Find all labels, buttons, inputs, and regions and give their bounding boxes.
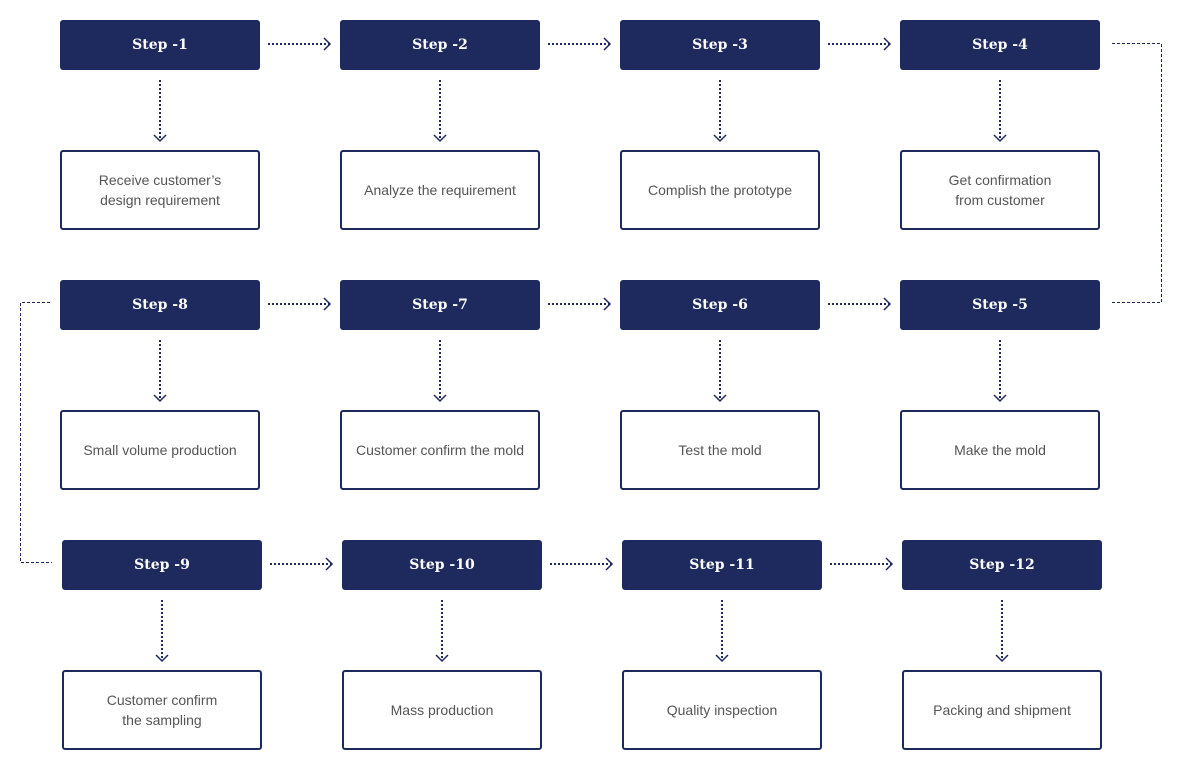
step-description: Analyze the requirement bbox=[340, 150, 540, 230]
step-description: Customer confirm the mold bbox=[340, 410, 540, 490]
arrow-head-right-icon bbox=[603, 297, 612, 311]
arrow-head-right-icon bbox=[883, 37, 892, 51]
arrow-head-right-icon bbox=[885, 557, 894, 571]
step-header: Step -2 bbox=[340, 20, 540, 70]
arrow-head-down-icon bbox=[433, 134, 447, 143]
step-header: Step -9 bbox=[62, 540, 262, 590]
step-description: Small volume production bbox=[60, 410, 260, 490]
step-description: Make the mold bbox=[900, 410, 1100, 490]
arrow-head-down-icon bbox=[155, 654, 169, 663]
arrow-head-right-icon bbox=[603, 37, 612, 51]
step-description: Quality inspection bbox=[622, 670, 822, 750]
step-header: Step -5 bbox=[900, 280, 1100, 330]
arrow-head-down-icon bbox=[993, 134, 1007, 143]
step-header: Step -4 bbox=[900, 20, 1100, 70]
step-description: Customer confirm the sampling bbox=[62, 670, 262, 750]
arrow-head-down-icon bbox=[715, 654, 729, 663]
arrow-head-down-icon bbox=[713, 394, 727, 403]
step-header: Step -1 bbox=[60, 20, 260, 70]
step-header: Step -11 bbox=[622, 540, 822, 590]
arrow-head-right-icon bbox=[323, 37, 332, 51]
arrow-head-down-icon bbox=[153, 134, 167, 143]
step-header: Step -3 bbox=[620, 20, 820, 70]
step-description: Get confirmation from customer bbox=[900, 150, 1100, 230]
arrow-head-right-icon bbox=[323, 297, 332, 311]
step-description: Mass production bbox=[342, 670, 542, 750]
arrow-head-down-icon bbox=[713, 134, 727, 143]
arrow-head-right-icon bbox=[883, 297, 892, 311]
arrow-head-down-icon bbox=[995, 654, 1009, 663]
step-header: Step -12 bbox=[902, 540, 1102, 590]
arrow-head-right-icon bbox=[325, 557, 334, 571]
step-description: Packing and shipment bbox=[902, 670, 1102, 750]
arrow-head-down-icon bbox=[435, 654, 449, 663]
step-header: Step -7 bbox=[340, 280, 540, 330]
step-description: Test the mold bbox=[620, 410, 820, 490]
step-header: Step -6 bbox=[620, 280, 820, 330]
connector-step4-to-step5 bbox=[1112, 43, 1162, 303]
step-header: Step -10 bbox=[342, 540, 542, 590]
arrow-head-right-icon bbox=[605, 557, 614, 571]
arrow-head-down-icon bbox=[153, 394, 167, 403]
step-header: Step -8 bbox=[60, 280, 260, 330]
arrow-head-down-icon bbox=[433, 394, 447, 403]
step-description: Receive customer’s design requirement bbox=[60, 150, 260, 230]
step-description: Complish the prototype bbox=[620, 150, 820, 230]
connector-step8-to-step9 bbox=[20, 302, 52, 563]
arrow-head-down-icon bbox=[993, 394, 1007, 403]
